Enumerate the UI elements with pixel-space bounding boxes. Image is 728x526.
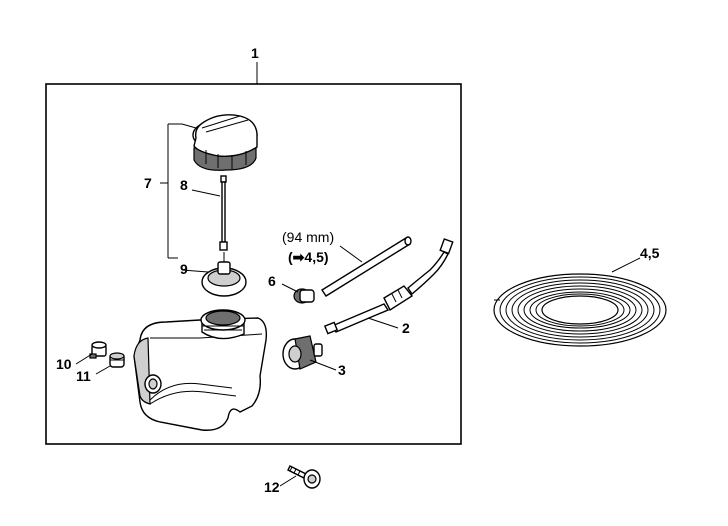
fuel-tank-icon[interactable] [133, 309, 268, 431]
hose-length-note: (94 mm) [282, 229, 334, 245]
callout-3[interactable]: 3 [338, 362, 346, 378]
grommet-icon[interactable] [293, 288, 315, 304]
screw-icon[interactable] [287, 465, 321, 489]
plug-icon[interactable] [89, 341, 107, 359]
hose-icon[interactable] [321, 236, 412, 297]
pickup-filter-icon[interactable] [282, 335, 323, 370]
hose-reference-arrow: (➡4,5) [288, 249, 329, 265]
fuel-line-icon[interactable] [323, 238, 454, 335]
callout-4-5[interactable]: 4,5 [640, 245, 660, 261]
callout-12[interactable]: 12 [264, 479, 280, 495]
callout-10[interactable]: 10 [56, 356, 72, 372]
callout-11[interactable]: 11 [76, 368, 91, 384]
callout-6[interactable]: 6 [268, 273, 276, 289]
hose-coupling-icon[interactable] [109, 352, 125, 368]
fuel-cap-icon[interactable] [192, 114, 258, 171]
callout-8[interactable]: 8 [180, 177, 188, 193]
vent-valve-rod-icon[interactable] [219, 175, 228, 251]
hose-coil-icon[interactable] [493, 273, 667, 347]
callout-1[interactable]: 1 [251, 45, 259, 61]
assembly-frame [45, 83, 462, 445]
callout-7[interactable]: 7 [144, 175, 152, 191]
cap-seal-icon[interactable] [201, 252, 247, 297]
callout-9[interactable]: 9 [180, 261, 188, 277]
callout-2[interactable]: 2 [402, 320, 410, 336]
